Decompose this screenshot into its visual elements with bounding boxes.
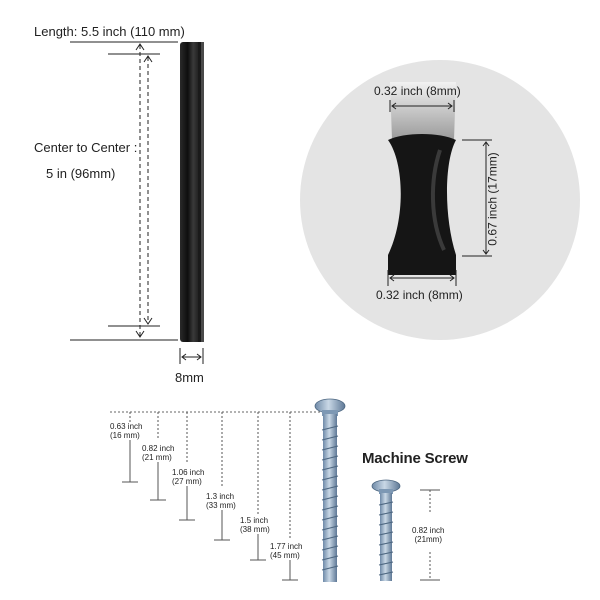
handle-bar <box>180 42 204 342</box>
detail-top-width: 0.32 inch (8mm) <box>374 84 461 98</box>
screw-size-inch: 1.3 inch <box>206 492 235 501</box>
screw-size-mm: (45 mm) <box>270 551 300 560</box>
center-to-center-value: 5 in (96mm) <box>46 166 116 181</box>
screw-size-label: 0.63 inch (16 mm) <box>110 422 142 440</box>
center-to-center-label: Center to Center : <box>34 140 138 155</box>
screw-size-label: 1.3 inch (33 mm) <box>206 492 236 510</box>
short-screw-mm: (21mm) <box>414 535 443 544</box>
short-screw-bracket <box>420 489 440 581</box>
width-dimension <box>179 348 204 364</box>
screw-size-inch: 0.82 inch <box>142 444 175 453</box>
screw-size-inch: 0.63 inch <box>110 422 143 431</box>
length-label: Length: 5.5 inch (110 mm) <box>34 24 185 39</box>
machine-screw-title: Machine Screw <box>362 450 468 467</box>
long-screw <box>314 398 346 582</box>
screw-size-mm: (27 mm) <box>172 477 202 486</box>
screw-size-label: 1.5 inch (38 mm) <box>240 516 270 534</box>
detail-bottom-width: 0.32 inch (8mm) <box>376 288 463 302</box>
screw-size-inch: 1.77 inch <box>270 542 303 551</box>
screw-size-mm: (33 mm) <box>206 501 236 510</box>
detail-circle <box>300 60 580 340</box>
screw-size-label: 0.82 inch (21 mm) <box>142 444 174 462</box>
short-screw-label: 0.82 inch (21mm) <box>412 526 444 544</box>
short-screw <box>371 479 401 581</box>
short-screw-inch: 0.82 inch <box>412 526 445 535</box>
width-label: 8mm <box>175 370 204 385</box>
screw-brackets <box>122 412 298 581</box>
detail-height: 0.67 inch (17mm) <box>485 152 500 246</box>
detail-dimensions <box>387 100 492 286</box>
center-dimension <box>108 53 160 327</box>
screw-size-label: 1.06 inch (27 mm) <box>172 468 204 486</box>
screw-size-inch: 1.5 inch <box>240 516 269 525</box>
screw-size-label: 1.77 inch (45 mm) <box>270 542 302 560</box>
screw-size-mm: (16 mm) <box>110 431 140 440</box>
screw-size-mm: (38 mm) <box>240 525 270 534</box>
length-dimension <box>70 41 178 341</box>
screw-size-mm: (21 mm) <box>142 453 172 462</box>
screw-size-inch: 1.06 inch <box>172 468 205 477</box>
